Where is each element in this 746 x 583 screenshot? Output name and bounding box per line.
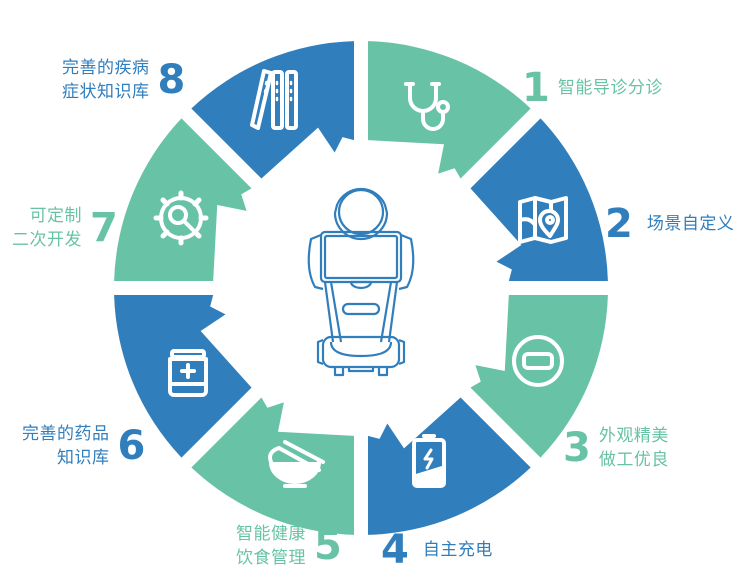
feature-number: 6 <box>117 423 146 469</box>
medicine-jar-icon <box>168 349 208 397</box>
feature-label-5: 智能健康 饮食管理 5 <box>236 522 342 570</box>
books-icon <box>250 69 298 130</box>
feature-label-8: 完善的疾病 症状知识库 8 <box>62 56 185 104</box>
feature-text: 可定制 二次开发 <box>12 206 82 250</box>
stethoscope-icon <box>404 82 450 131</box>
feature-number: 4 <box>381 527 409 573</box>
feature-segment-4 <box>367 397 531 535</box>
feature-number: 3 <box>563 425 591 471</box>
feature-number: 2 <box>605 201 633 247</box>
feature-number: 1 <box>522 65 550 111</box>
feature-number: 5 <box>314 523 342 569</box>
feature-number: 7 <box>90 205 118 251</box>
rounded-rect-icon <box>512 335 564 387</box>
feature-text: 外观精美 做工优良 <box>598 426 669 470</box>
feature-segment-3 <box>470 294 608 458</box>
feature-number: 8 <box>157 57 186 103</box>
feature-text: 智能导诊分诊 <box>557 78 663 98</box>
feature-label-6: 完善的药品 知识库 6 <box>22 422 145 470</box>
feature-label-7: 可定制 二次开发 7 <box>12 204 118 252</box>
feature-label-2: 2 场景自定义 <box>605 204 734 244</box>
feature-label-4: 4 自主充电 <box>381 530 493 570</box>
battery-charging-icon <box>412 434 446 488</box>
feature-text: 智能健康 饮食管理 <box>236 524 306 568</box>
map-pin-icon <box>518 196 568 244</box>
feature-text: 完善的药品 知识库 <box>22 424 110 468</box>
gear-search-icon <box>153 190 209 246</box>
feature-label-3: 3 外观精美 做工优良 <box>563 424 669 472</box>
feature-label-1: 1 智能导诊分诊 <box>522 68 663 108</box>
bowl-chopsticks-icon <box>268 440 325 488</box>
feature-text: 场景自定义 <box>646 214 735 234</box>
robot-outline-icon <box>307 187 415 377</box>
feature-segment-6 <box>114 294 252 458</box>
feature-text: 完善的疾病 症状知识库 <box>62 58 150 102</box>
feature-text: 自主充电 <box>422 540 493 560</box>
